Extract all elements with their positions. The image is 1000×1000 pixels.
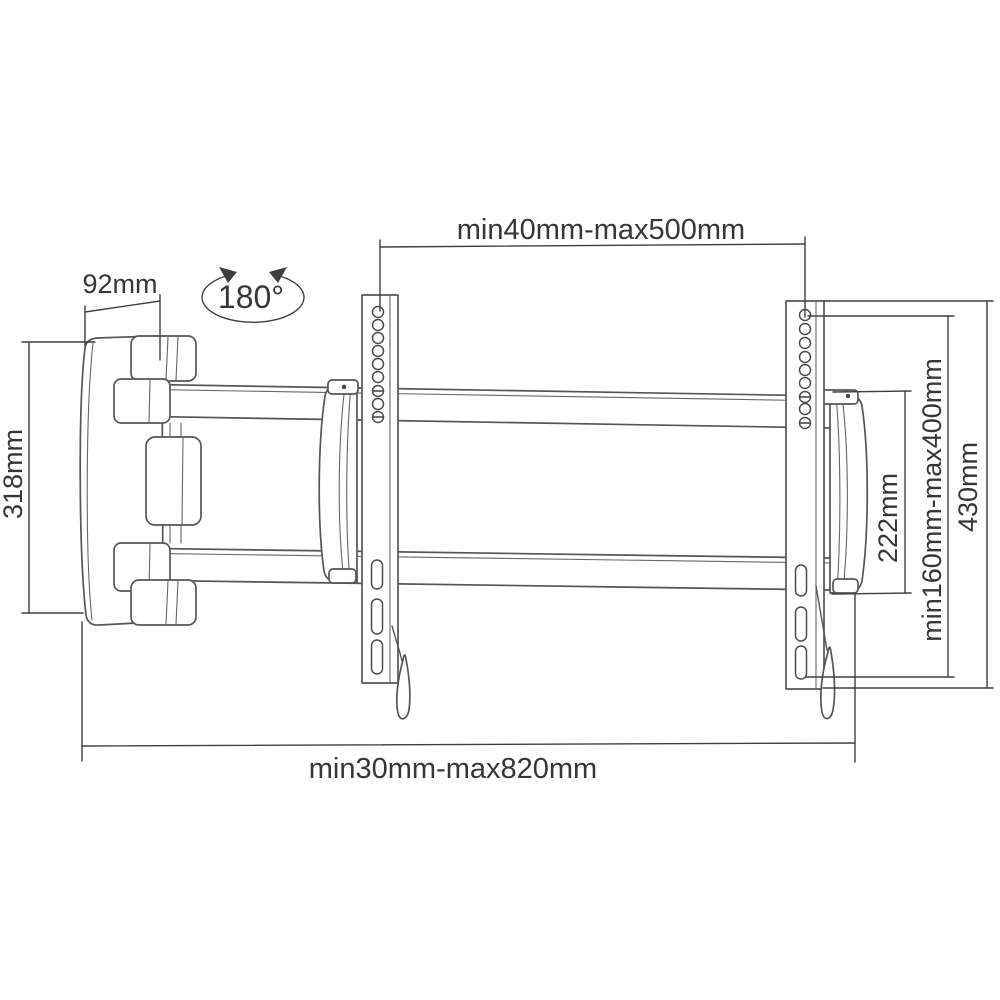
rotation-arrow-right-icon — [269, 267, 287, 283]
dim-carriage-height: 222mm — [831, 390, 912, 595]
rail-height-label: 430mm — [953, 442, 983, 532]
wall-depth-label: 92mm — [82, 269, 157, 299]
swivel-angle-label: 180° — [218, 279, 284, 315]
upper-arm — [121, 383, 833, 429]
left-pull-strap — [391, 625, 411, 720]
dim-bottom-span: min30mm-max820mm — [81, 593, 856, 785]
right-pull-strap — [815, 585, 836, 720]
rotation-indicator: 180° — [201, 267, 305, 324]
rotation-arrow-left-icon — [219, 267, 237, 283]
right-carriage — [819, 389, 869, 594]
dim-wall-depth: 92mm — [82, 269, 161, 361]
right-tv-rail — [785, 300, 825, 690]
hinge-column — [113, 335, 202, 626]
upper-hinge-knuckle — [113, 378, 171, 424]
slot-range-label: min160mm-max400mm — [917, 358, 947, 642]
rotation-arc — [201, 274, 305, 324]
dim-wall-height: 318mm — [0, 341, 96, 614]
bottom-span-label: min30mm-max820mm — [309, 753, 597, 785]
lower-arm — [121, 547, 833, 591]
top-span-label: min40mm-max500mm — [457, 214, 745, 246]
wall-height-label: 318mm — [0, 429, 28, 519]
carriage-height-label: 222mm — [873, 473, 903, 563]
left-rail-holes — [371, 305, 385, 424]
left-rail-slots — [370, 559, 384, 675]
left-carriage — [318, 379, 359, 584]
dim-slot-range: min160mm-max400mm — [805, 315, 955, 678]
right-rail-holes — [798, 308, 812, 430]
carriage-screw — [845, 393, 851, 399]
dim-top-span: min40mm-max500mm — [379, 214, 806, 318]
left-tv-rail — [361, 294, 399, 684]
right-rail-slots — [794, 564, 808, 680]
dim-rail-height: 430mm — [822, 300, 994, 689]
carriage-screw — [341, 384, 347, 390]
hinge-mid-block — [145, 436, 202, 526]
